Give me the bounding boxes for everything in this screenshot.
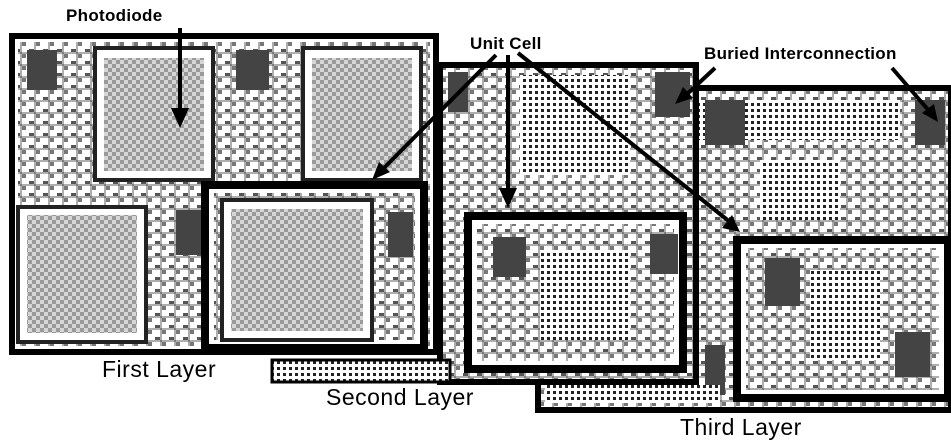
first-layer-label: First Layer — [102, 356, 217, 382]
unit-cell-label: Unit Cell — [470, 34, 542, 53]
photodiode-arrow — [171, 28, 189, 128]
unit-cell-arrows — [372, 51, 740, 232]
second-layer-label: Second Layer — [326, 384, 474, 410]
third-layer-unit-cell — [733, 236, 951, 402]
buried-interconnection-arrows — [675, 66, 938, 122]
photodiode-label: Photodiode — [66, 6, 163, 25]
second-layer-unit-cell — [464, 212, 687, 373]
buried-interconnection-label: Buried Interconnection — [704, 44, 897, 63]
third-layer-label: Third Layer — [680, 414, 802, 440]
first-layer-unit-cell — [201, 181, 428, 352]
